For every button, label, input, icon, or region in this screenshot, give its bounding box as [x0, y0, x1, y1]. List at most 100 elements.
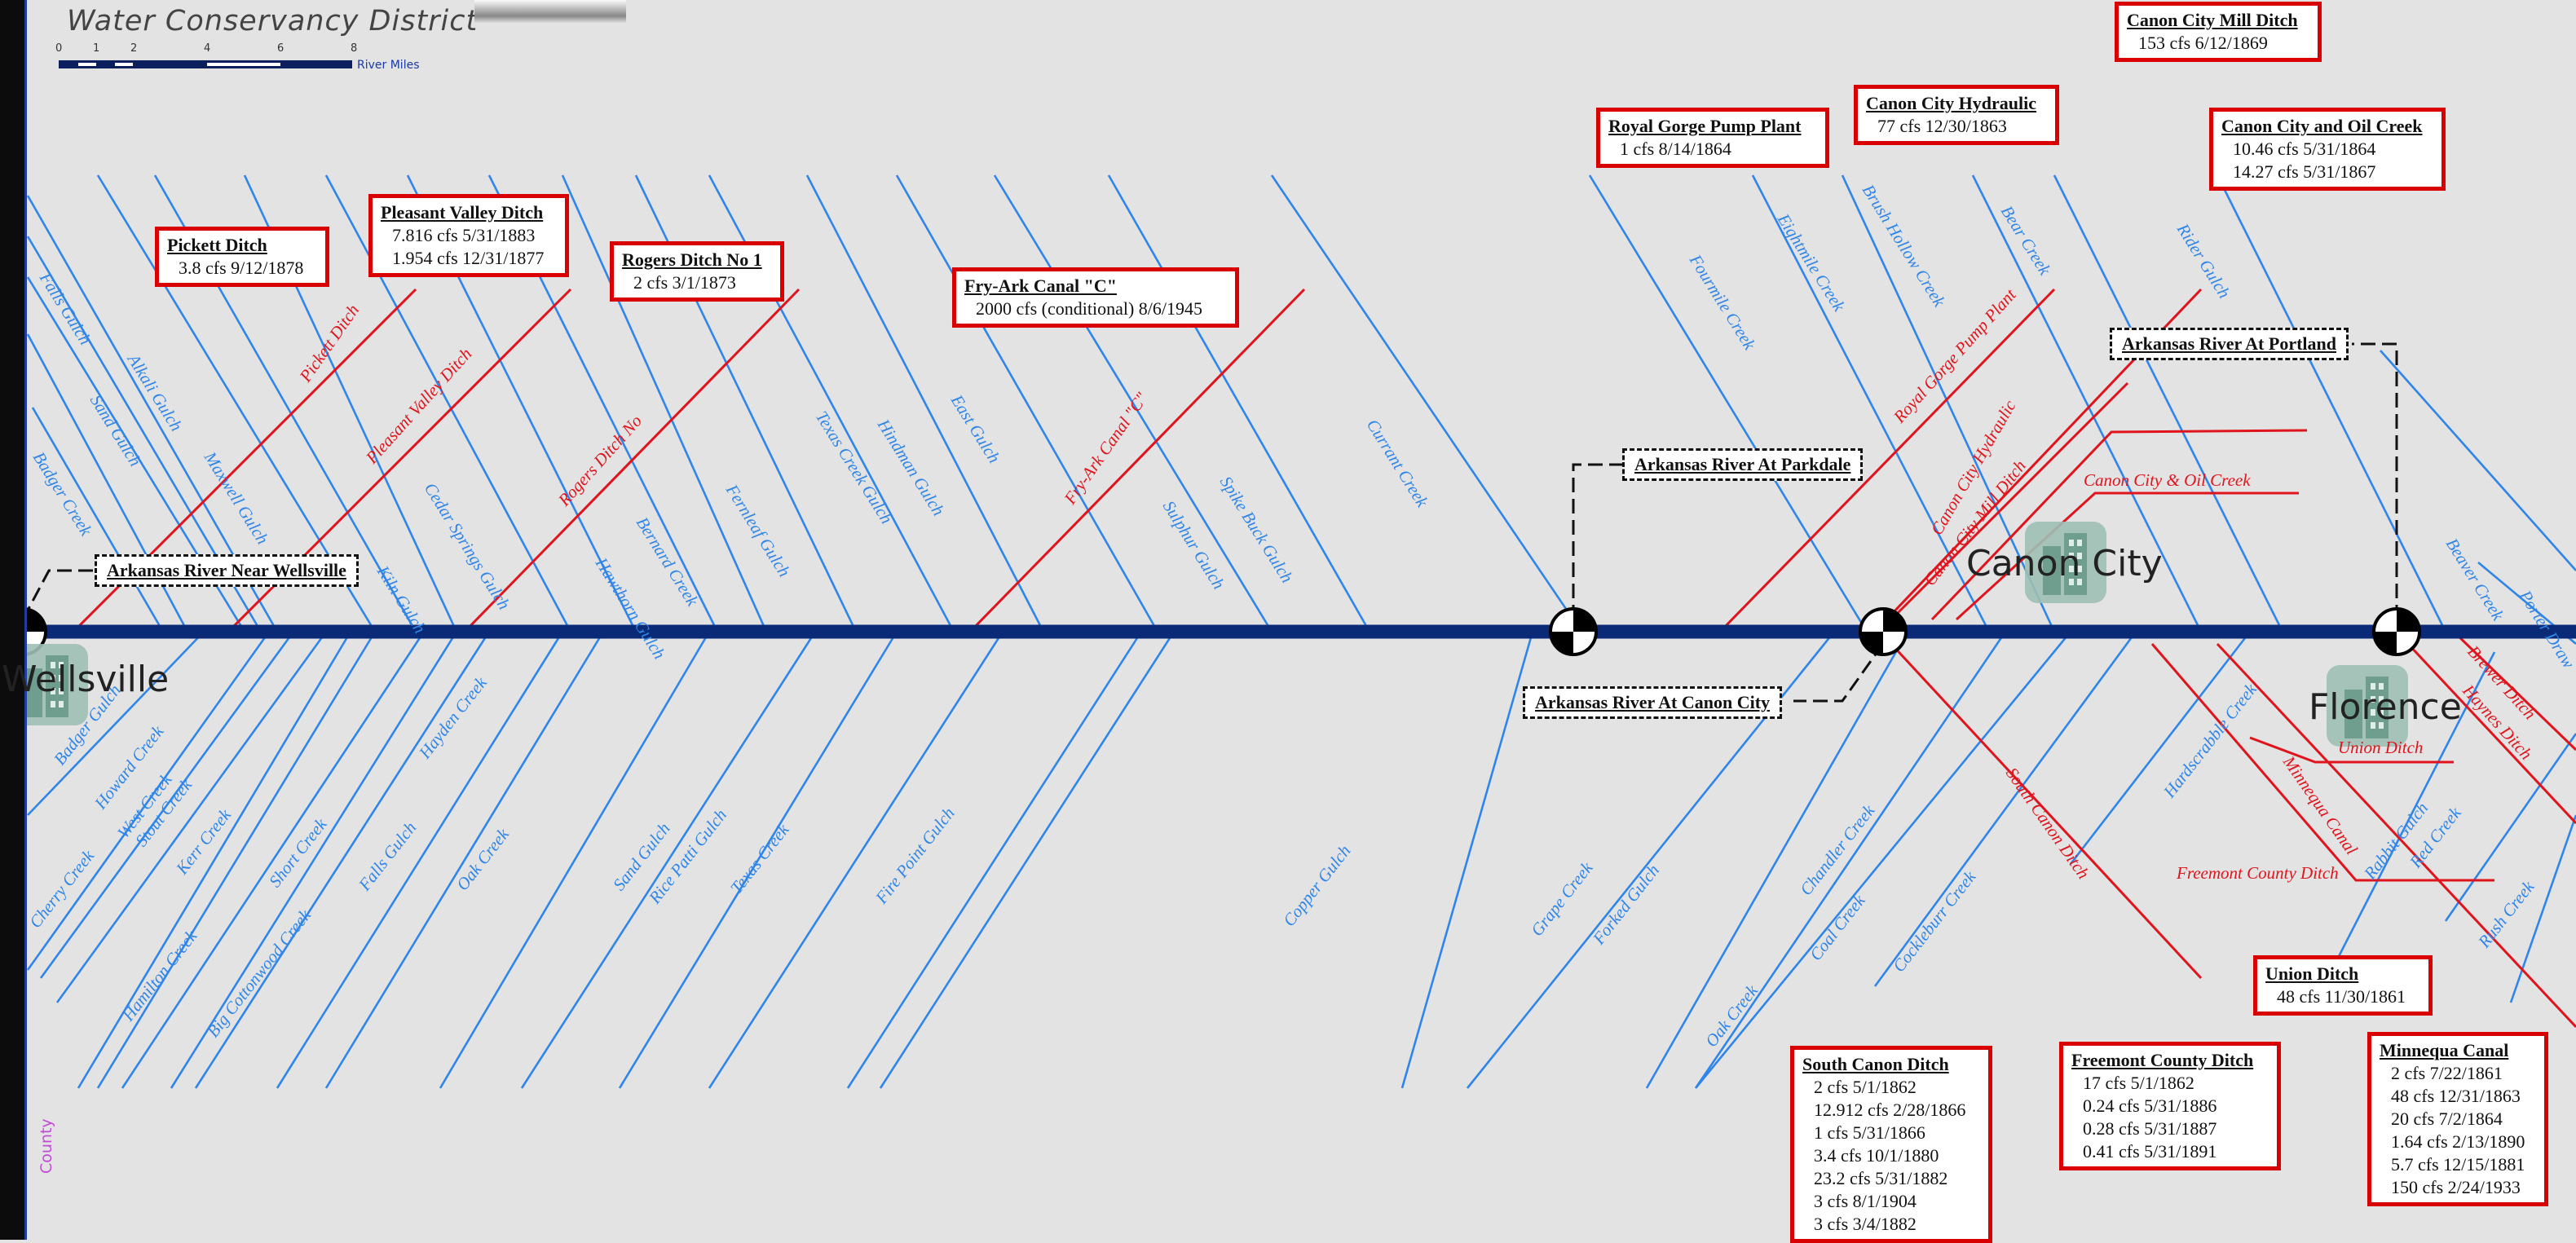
map-title: Water Conservancy District	[67, 5, 479, 37]
logo-image	[474, 0, 626, 23]
tributary-label: Coal Creek	[1806, 891, 1869, 965]
city-building-icon	[7, 644, 88, 725]
tributary-label: Alkali Gulch	[123, 349, 187, 434]
tributary-label: Hayden Creek	[414, 672, 491, 763]
tributary-label: Bernard Creek	[633, 514, 703, 610]
water-right-line: 150 cfs 2/24/1933	[2391, 1177, 2521, 1197]
scale-bar: 0 1 2 4 6 8 River Miles	[55, 42, 430, 75]
scale-tick-label: 1	[93, 42, 100, 55]
gauge-label-parkdale: Arkansas River At Parkdale	[1622, 448, 1864, 481]
water-right-line: 3 cfs 3/4/1882	[1814, 1214, 1917, 1234]
water-right-title: Union Ditch	[2265, 963, 2359, 984]
city-building-icon	[2025, 522, 2106, 603]
gauge-label-portland: Arkansas River At Portland	[2110, 328, 2349, 360]
ditch-label: Pleasant Valley Ditch	[361, 344, 475, 468]
water-right-line: 3 cfs 8/1/1904	[1814, 1191, 1917, 1211]
tributary-label: Fourmile Creek	[1685, 250, 1760, 354]
tributary-label: Fernleaf Gulch	[721, 480, 794, 580]
scale-bar-segment	[115, 63, 133, 66]
tributary-label: Cherry Creek	[25, 846, 99, 932]
water-right-line: 0.28 cfs 5/31/1887	[2083, 1118, 2217, 1139]
water-right-line: 0.41 cfs 5/31/1891	[2083, 1141, 2217, 1161]
county-label: County	[37, 1118, 55, 1174]
water-right-box-fremont: Freemont County Ditch 17 cfs 5/1/1862 0.…	[2059, 1042, 2281, 1170]
water-right-line: 1.954 cfs 12/31/1877	[392, 248, 545, 268]
water-right-box-canon-oil: Canon City and Oil Creek 10.46 cfs 5/31/…	[2209, 108, 2446, 191]
city-icons	[7, 522, 2408, 747]
water-right-box-rogers: Rogers Ditch No 1 2 cfs 3/1/1873	[610, 241, 784, 302]
tributary-label: Cockleburr Creek	[1889, 866, 1980, 976]
water-right-line: 2000 cfs (conditional) 8/6/1945	[976, 298, 1203, 319]
scale-unit-label: River Miles	[357, 59, 420, 72]
tributary-label: Forked Gulch	[1588, 861, 1663, 949]
gauge-label-canon-city: Arkansas River At Canon City	[1523, 686, 1783, 719]
water-right-title: Fry-Ark Canal "C"	[964, 275, 1117, 296]
tributary-label: Rush Creek	[2473, 877, 2538, 952]
tributary-label: Brush Hollow Creek	[1859, 181, 1950, 311]
city-label-florence: Florence	[2309, 686, 2462, 728]
tributary-label: Hawthorn Gulch	[591, 553, 669, 663]
water-right-line: 1.64 cfs 2/13/1890	[2391, 1131, 2525, 1152]
water-right-title: Pickett Ditch	[167, 235, 267, 255]
tributary-label: Currant Creek	[1363, 416, 1433, 511]
water-right-line: 3.8 cfs 9/12/1878	[179, 258, 304, 278]
water-right-line: 48 cfs 11/30/1861	[2277, 986, 2406, 1007]
tributary-label: Oak Creek	[452, 824, 513, 894]
water-right-line: 5.7 cfs 12/15/1881	[2391, 1154, 2525, 1175]
water-right-line: 14.27 cfs 5/31/1867	[2233, 161, 2376, 182]
water-right-line: 7.816 cfs 5/31/1883	[392, 225, 536, 245]
gauge-markers	[0, 607, 2421, 656]
water-right-title: Freemont County Ditch	[2071, 1050, 2254, 1070]
scale-tick-label: 4	[204, 42, 211, 55]
ditch-label: Pickett Ditch	[295, 301, 363, 386]
tributary-label: Hamilton Creek	[117, 926, 201, 1025]
tributary-label: Big Cottonwood Creek	[203, 906, 315, 1041]
tributary-label: Copper Gulch	[1279, 841, 1355, 930]
water-right-box-pleasant-valley: Pleasant Valley Ditch 7.816 cfs 5/31/188…	[368, 194, 569, 277]
tributary-label: Falls Gulch	[35, 268, 95, 348]
scale-tick-label: 8	[351, 42, 358, 55]
water-right-title: Canon City Mill Ditch	[2127, 10, 2298, 30]
ditch-label: South Canon Ditch	[2002, 764, 2093, 883]
tributary-label: Falls Gulch	[354, 818, 420, 895]
gauge-label-wellsville: Arkansas River Near Wellsville	[95, 554, 359, 587]
scale-bar-track	[59, 60, 352, 68]
tributary-label: East Gulch	[946, 390, 1004, 466]
water-right-line: 1 cfs 5/31/1866	[1814, 1122, 1925, 1143]
scale-tick-label: 6	[277, 42, 285, 55]
water-right-title: Rogers Ditch No 1	[622, 249, 762, 270]
tributary-label: Maxwell Gulch	[200, 447, 272, 548]
south-tributary-lines	[26, 631, 2576, 1089]
water-right-line: 2 cfs 7/22/1861	[2391, 1063, 2503, 1083]
scale-tick-label: 2	[130, 42, 138, 55]
tributary-label: Rider Gulch	[2172, 219, 2234, 302]
water-right-title: Minnequa Canal	[2380, 1040, 2509, 1060]
tributary-label: Oak Creek	[1701, 981, 1762, 1051]
tributary-label: Chandler Creek	[1796, 800, 1879, 899]
water-right-box-fry-ark: Fry-Ark Canal "C" 2000 cfs (conditional)…	[952, 267, 1239, 328]
tributary-label: Grape Creek	[1527, 857, 1597, 940]
water-right-line: 153 cfs 6/12/1869	[2138, 33, 2268, 53]
tributary-label: Spike Buck Gulch	[1216, 473, 1297, 586]
gauge-leader-lines	[21, 342, 2398, 703]
water-right-box-union: Union Ditch 48 cfs 11/30/1861	[2253, 955, 2433, 1016]
water-right-line: 3.4 cfs 10/1/1880	[1814, 1145, 1939, 1166]
water-right-line: 17 cfs 5/1/1862	[2083, 1073, 2194, 1093]
ditch-label: Fry-Ark Canal "C"	[1060, 389, 1152, 509]
tributary-label: Badger Creek	[29, 448, 96, 540]
water-right-box-minnequa: Minnequa Canal 2 cfs 7/22/1861 48 cfs 12…	[2367, 1032, 2548, 1206]
water-right-box-royal-gorge: Royal Gorge Pump Plant 1 cfs 8/14/1864	[1596, 108, 1829, 168]
left-frame-line	[24, 0, 27, 1240]
ditch-label: Canon City & Oil Creek	[2084, 470, 2251, 490]
water-right-title: South Canon Ditch	[1802, 1054, 1949, 1074]
ditch-label: Freemont County Ditch	[2176, 863, 2339, 883]
water-right-box-canon-mill: Canon City Mill Ditch 153 cfs 6/12/1869	[2115, 2, 2322, 62]
water-right-box-south-canon: South Canon Ditch 2 cfs 5/1/1862 12.912 …	[1790, 1046, 1992, 1243]
city-label-canon-city: Canon City	[1966, 543, 2163, 584]
water-right-title: Canon City Hydraulic	[1866, 93, 2037, 113]
gauge-station-marker	[1859, 607, 1908, 656]
gauge-station-marker	[1549, 607, 1598, 656]
city-building-icon	[2327, 665, 2408, 747]
scale-tick-label: 0	[55, 42, 63, 55]
ditch-lines	[72, 288, 2576, 1029]
